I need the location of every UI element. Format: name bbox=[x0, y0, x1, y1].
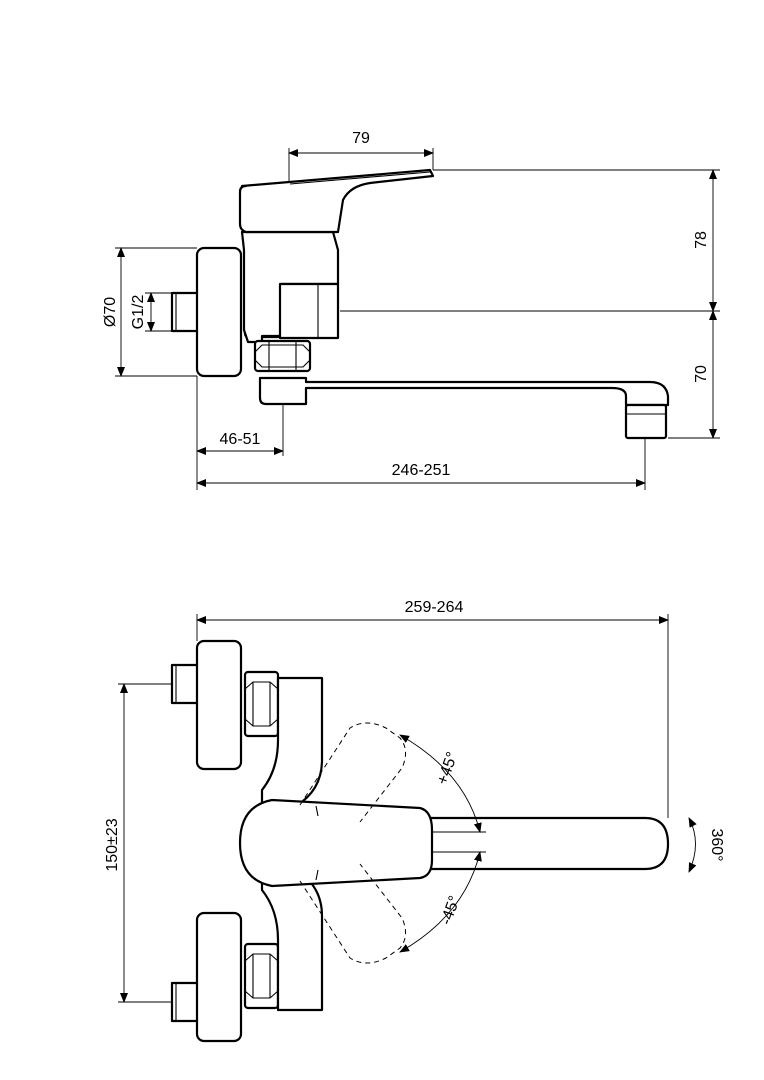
side-rosette bbox=[195, 246, 243, 378]
top-rosette-upper bbox=[195, 639, 243, 771]
ghost-lever-minus45 bbox=[299, 863, 406, 964]
dim-rosette-diameter: Ø70 bbox=[102, 297, 119, 327]
side-hex-nut-lower bbox=[253, 339, 312, 373]
side-handle-lever bbox=[238, 168, 435, 234]
angle-minus: -45° bbox=[438, 894, 464, 928]
side-aerator bbox=[624, 403, 668, 440]
side-dimensions: 79 78 70 Ø70 G1/2 46-51 246-251 bbox=[102, 130, 720, 490]
side-spout bbox=[258, 376, 670, 407]
top-lever bbox=[238, 798, 434, 888]
ghost-lever-plus45 bbox=[299, 722, 406, 823]
top-dimensions: 259-264 150±23 bbox=[104, 599, 669, 1003]
dim-spout-offset: 46-51 bbox=[220, 431, 261, 448]
dim-thread: G1/2 bbox=[130, 295, 147, 330]
dim-overall-length: 259-264 bbox=[405, 599, 464, 616]
top-spout bbox=[418, 816, 670, 871]
top-hex-nut-upper bbox=[243, 670, 280, 738]
side-view bbox=[170, 168, 670, 440]
top-rosette-lower bbox=[195, 911, 243, 1043]
top-hex-nut-lower bbox=[243, 942, 280, 1010]
swivel-angle: 360° bbox=[708, 828, 725, 861]
dim-handle-height: 78 bbox=[693, 231, 710, 249]
angle-plus: +45° bbox=[434, 750, 461, 787]
dim-handle-length: 79 bbox=[352, 130, 370, 147]
dim-projection: 246-251 bbox=[392, 462, 451, 479]
dim-spout-height: 70 bbox=[693, 365, 710, 383]
dim-center-distance: 150±23 bbox=[104, 818, 121, 871]
side-body bbox=[240, 230, 340, 344]
top-view: +45° -45° 360° bbox=[170, 639, 725, 1043]
